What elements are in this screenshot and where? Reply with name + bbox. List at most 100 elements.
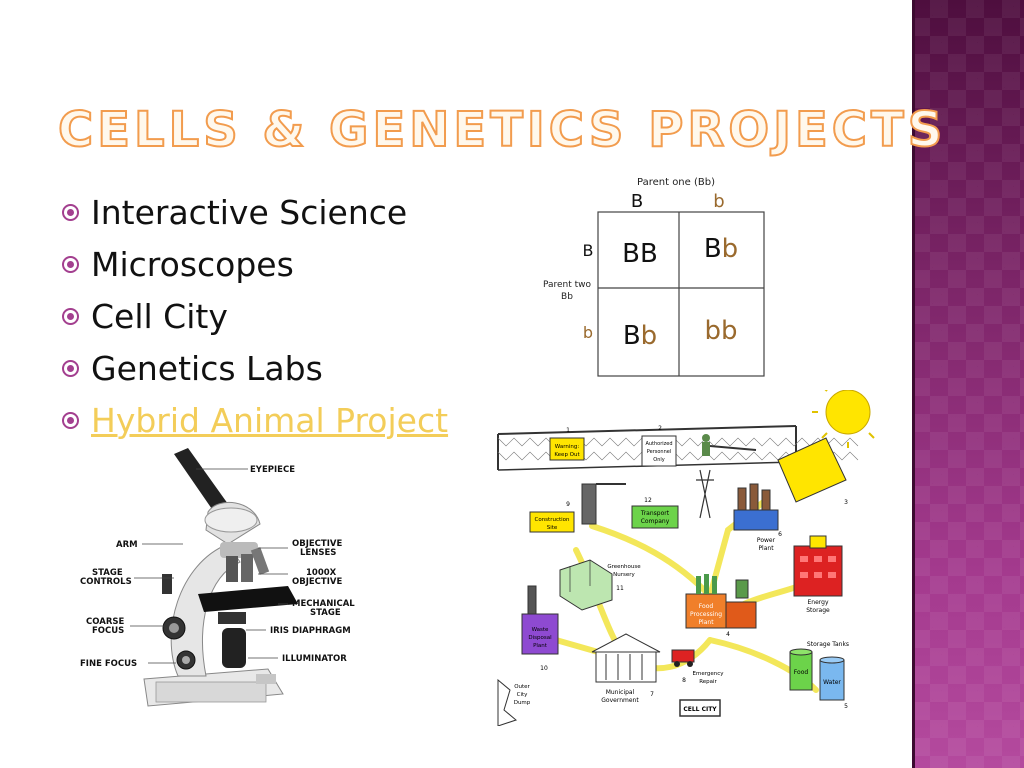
- label-stage-controls-2: CONTROLS: [80, 577, 132, 587]
- band-edge: [912, 0, 915, 768]
- solar-collector: [777, 437, 847, 503]
- side-allele-recessive: b: [583, 323, 593, 342]
- emergency-line1: Emergency: [692, 671, 724, 677]
- authorized-line2: Personnel: [647, 449, 671, 455]
- water-tank-label: Water: [823, 679, 841, 686]
- energy-storage-building: [793, 535, 843, 597]
- circle-bullet-icon: [62, 307, 79, 325]
- circle-bullet-icon: [62, 359, 79, 377]
- marker-3: 3: [844, 499, 848, 506]
- dump-line2: City: [517, 692, 529, 698]
- top-allele-dominant: B: [631, 191, 643, 212]
- municipal-line2: Government: [601, 697, 639, 704]
- top-allele-recessive: b: [713, 191, 724, 212]
- label-eyepiece: EYEPIECE: [250, 465, 295, 475]
- parent-two-label: Parent two: [543, 280, 592, 290]
- power-plant-line1: Power: [757, 537, 776, 544]
- authorized-sign: [641, 435, 677, 467]
- slide-title: Cells & Genetics Projects: [57, 101, 947, 159]
- label-1000x-2: OBJECTIVE: [292, 577, 342, 587]
- bullet-item: Cell City: [62, 290, 448, 342]
- label-mechanical-stage: MECHANICAL: [292, 599, 355, 609]
- emergency-repair-truck: [671, 649, 695, 667]
- food-tank-label: Food: [794, 669, 809, 676]
- food-line2: Processing: [690, 611, 722, 618]
- label-arm: ARM: [116, 540, 138, 550]
- warning-sign: [549, 437, 585, 461]
- greenhouse-line2: Nursery: [613, 572, 635, 578]
- marker-12: 12: [644, 497, 652, 504]
- bullet-text: Interactive Science: [91, 192, 408, 232]
- food-line1: Food: [699, 603, 714, 610]
- label-objective-lenses: OBJECTIVE: [292, 539, 342, 549]
- dump-line1: Outer: [514, 684, 530, 690]
- bullet-item: Microscopes: [62, 238, 448, 290]
- transport-company-sign: [631, 505, 679, 529]
- storage-tanks: [789, 648, 845, 701]
- waste-disposal-building: [521, 585, 559, 655]
- side-allele-dominant: B: [583, 241, 594, 260]
- microscope-illustration: [143, 448, 298, 707]
- microscope-leader-lines: [130, 468, 288, 664]
- parent-two-genotype: Bb: [561, 292, 573, 302]
- punnett-cell-bb-hetero-2: Bb: [623, 321, 657, 351]
- energy-storage-line1: Energy: [807, 599, 828, 606]
- label-coarse-focus-2: FOCUS: [92, 626, 124, 636]
- cell-city-illustration: Warning: Keep Out Authorized Personnel O…: [497, 390, 875, 726]
- label-coarse-focus: COARSE: [86, 617, 124, 627]
- label-iris-diaphragm: IRIS DIAPHRAGM: [270, 626, 351, 636]
- punnett-grid-outline: [597, 211, 765, 377]
- bullet-list: Interactive Science Microscopes Cell Cit…: [62, 186, 448, 446]
- dump-pile: [497, 678, 518, 726]
- punnett-cell-bb-hetero-1: Bb: [704, 234, 738, 264]
- construction-site: [529, 483, 626, 533]
- bullet-item: Genetics Labs: [62, 342, 448, 394]
- punnett-cell-bb-dominant: BB: [622, 239, 658, 269]
- bullet-item: Interactive Science: [62, 186, 448, 238]
- cell-city-sign: [679, 699, 721, 717]
- bullet-text: Cell City: [91, 296, 228, 336]
- transport-line1: Transport: [640, 510, 670, 517]
- label-fine-focus: FINE FOCUS: [80, 659, 137, 669]
- sun-icon: [812, 390, 875, 448]
- marker-1: 1: [566, 427, 570, 434]
- circle-bullet-icon: [62, 411, 79, 429]
- number-markers: 1 2 3 4 5 6 7 8 9 10 11 12: [540, 425, 848, 710]
- cell-city-sign-text: CELL CITY: [683, 706, 717, 713]
- marker-11: 11: [616, 585, 624, 592]
- municipal-line1: Municipal: [606, 689, 635, 696]
- waste-line1: Waste: [532, 627, 549, 633]
- storage-tanks-label: Storage Tanks: [807, 641, 849, 648]
- dump-line3: Dump: [514, 700, 531, 706]
- waste-line3: Plant: [533, 643, 548, 649]
- bullet-text: Genetics Labs: [91, 348, 323, 388]
- side-decorative-band: [912, 0, 1024, 768]
- punnett-cell-bb-recessive: bb: [704, 316, 737, 346]
- food-line3: Plant: [698, 619, 714, 626]
- municipal-building: [591, 633, 661, 683]
- authorized-line1: Authorized: [645, 441, 672, 447]
- guard-gate: [702, 434, 757, 456]
- transport-line2: Company: [641, 518, 670, 525]
- greenhouse-line1: Greenhouse: [607, 564, 641, 570]
- marker-5: 5: [844, 703, 848, 710]
- warning-sign-line2: Keep Out: [554, 452, 580, 458]
- power-plant-line2: Plant: [758, 545, 774, 552]
- marker-8: 8: [682, 677, 686, 684]
- construction-line2: Site: [547, 525, 558, 531]
- circle-bullet-icon: [62, 255, 79, 273]
- marker-7: 7: [650, 691, 654, 698]
- warning-sign-line1: Warning:: [555, 444, 580, 450]
- label-illuminator: ILLUMINATOR: [282, 654, 347, 664]
- label-mechanical-stage-2: STAGE: [310, 608, 341, 618]
- punnett-square: Parent one (Bb) B b B Parent two Bb b BB…: [543, 177, 765, 377]
- marker-6: 6: [778, 531, 782, 538]
- energy-storage-line2: Storage: [806, 607, 830, 614]
- label-stage-controls: STAGE: [92, 568, 123, 578]
- hybrid-animal-project-link[interactable]: Hybrid Animal Project: [91, 400, 449, 440]
- slide-title-text: Cells & Genetics Projects: [57, 101, 947, 159]
- microscope-labels: EYEPIECE ARM STAGE CONTROLS OBJECTIVE LE…: [80, 465, 355, 669]
- parent-one-label: Parent one (Bb): [637, 177, 715, 188]
- construction-line1: Construction: [534, 517, 570, 523]
- label-1000x: 1000X: [306, 568, 337, 578]
